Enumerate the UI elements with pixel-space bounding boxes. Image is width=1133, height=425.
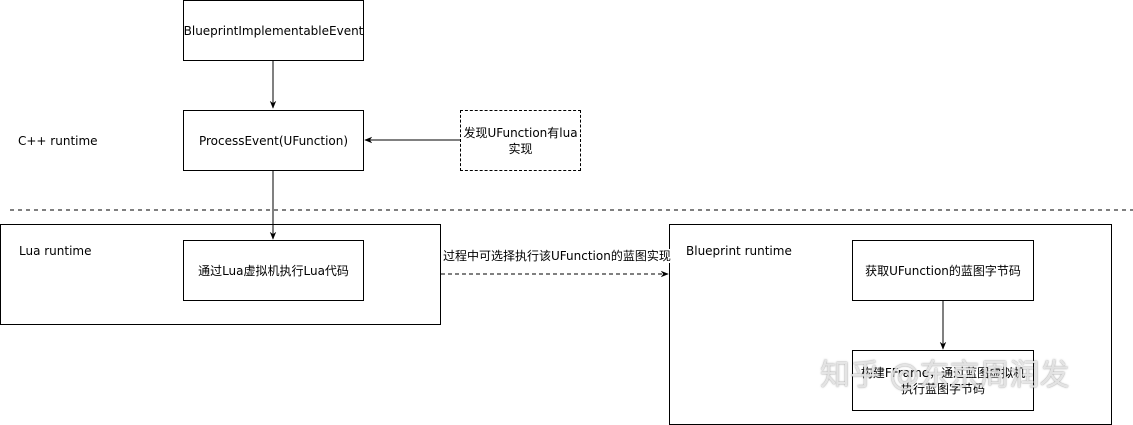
get-bp-bytecode-label: 获取UFunction的蓝图字节码: [865, 263, 1021, 278]
process-event-node: ProcessEvent(UFunction): [183, 110, 364, 171]
bp-vm-exec-label: 构建FFrame，通过蓝图虚拟机执行蓝图字节码: [860, 365, 1026, 396]
process-event-label: ProcessEvent(UFunction): [198, 133, 349, 148]
blueprint-implementable-event-node: BlueprintImplementableEvent: [183, 0, 364, 61]
bp-vm-exec-node: 构建FFrame，通过蓝图虚拟机执行蓝图字节码: [852, 350, 1034, 411]
blueprint-implementable-event-label: BlueprintImplementableEvent: [183, 23, 364, 38]
lua-runtime-label: Lua runtime: [19, 244, 92, 258]
found-lua-impl-label: 发现UFunction有lua 实现: [463, 125, 578, 156]
cpp-runtime-label: C++ runtime: [18, 134, 98, 148]
lua-vm-exec-node: 通过Lua虚拟机执行Lua代码: [183, 240, 364, 301]
watermark-text: 知乎 @东京周润发: [820, 358, 1070, 393]
lua-to-bp-edge-label: 过程中可选择执行该UFunction的蓝图实现: [443, 249, 671, 263]
get-bp-bytecode-node: 获取UFunction的蓝图字节码: [852, 240, 1034, 301]
lua-vm-exec-label: 通过Lua虚拟机执行Lua代码: [198, 263, 349, 278]
found-lua-impl-node: 发现UFunction有lua 实现: [460, 110, 581, 171]
blueprint-runtime-label: Blueprint runtime: [686, 244, 792, 258]
